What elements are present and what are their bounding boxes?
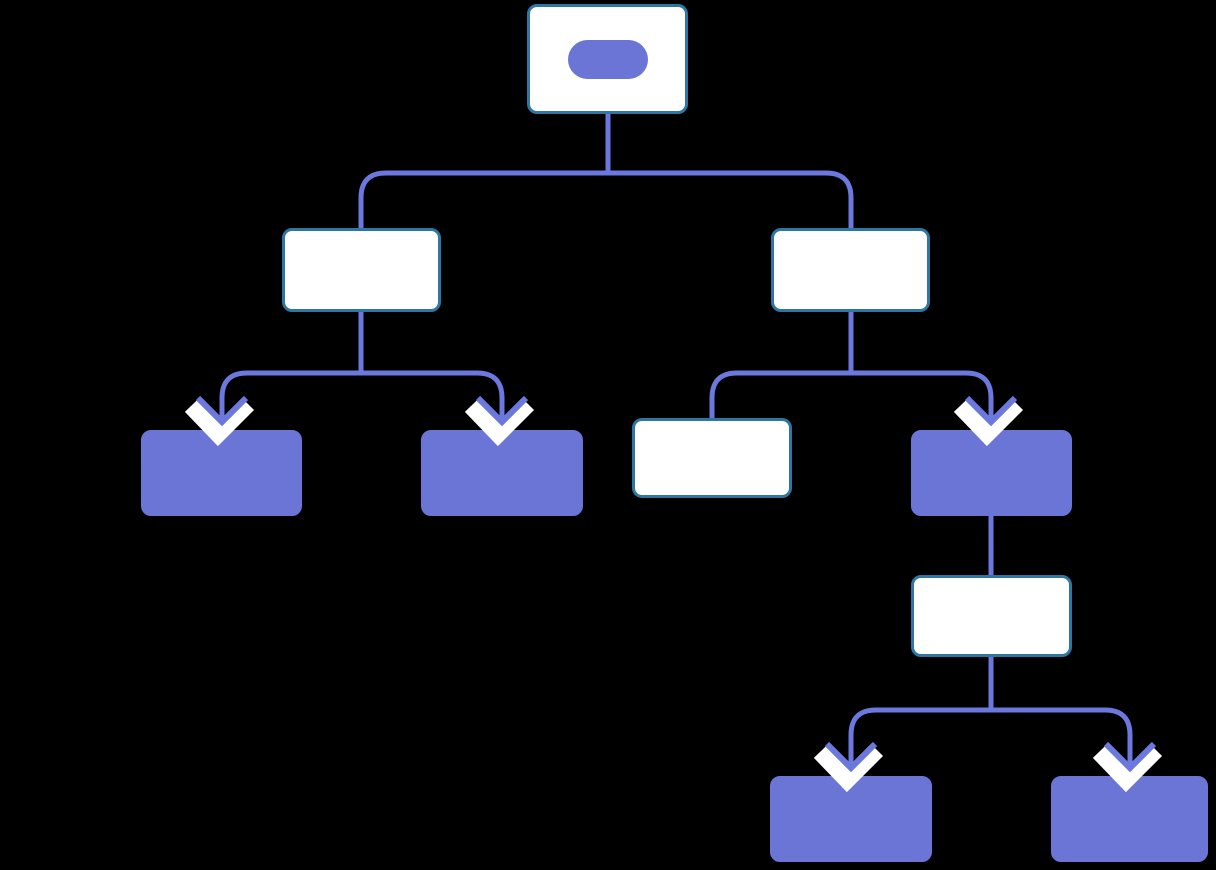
diagram-node[interactable] <box>911 575 1072 657</box>
diagram-node[interactable] <box>911 430 1072 516</box>
diagram-node[interactable] <box>141 430 302 516</box>
diagram-node[interactable] <box>770 776 932 862</box>
diagram-node[interactable] <box>632 418 792 498</box>
diagram-node[interactable] <box>771 228 930 312</box>
diagram-node[interactable] <box>282 228 441 312</box>
diagram-node[interactable] <box>527 4 688 114</box>
node-pill-badge <box>568 40 648 79</box>
diagram-node[interactable] <box>1051 776 1208 862</box>
diagram-node[interactable] <box>421 430 583 516</box>
